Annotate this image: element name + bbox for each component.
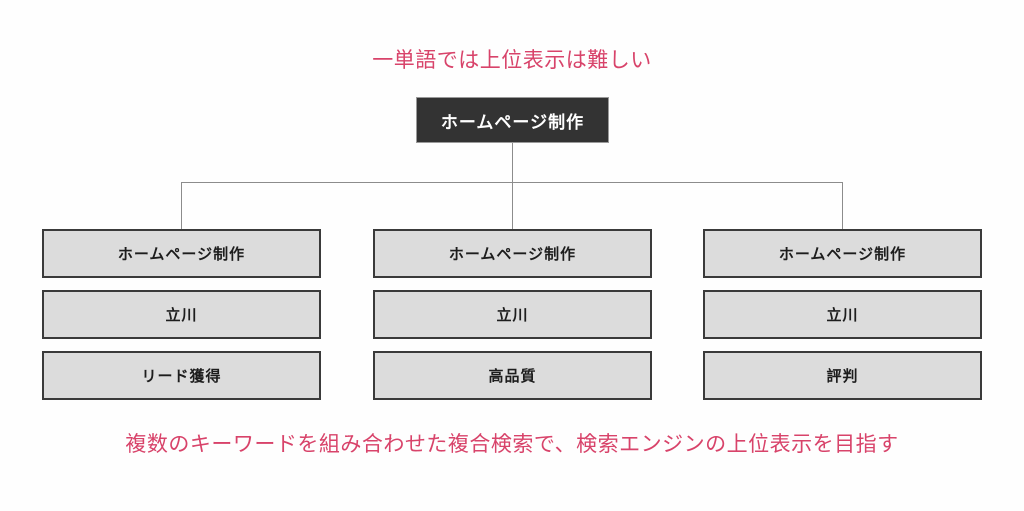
keyword-label: 高品質 [488,368,537,385]
connector-drop-middle [512,182,513,229]
root-node-homepage-seisaku: ホームページ制作 [416,97,609,143]
keyword-label: ホームページ制作 [778,246,907,263]
root-node-label: ホームページ制作 [440,112,585,132]
keyword-column-left: ホームページ制作 立川 リード獲得 [42,229,321,400]
bottom-caption: 複数のキーワードを組み合わせた複合検索で、検索エンジンの上位表示を目指す [125,433,899,456]
keyword-box: ホームページ制作 [42,229,321,278]
keyword-box: 高品質 [373,351,652,400]
keyword-label: 立川 [496,307,529,324]
keyword-label: 立川 [826,307,859,324]
keyword-box: 立川 [703,290,982,339]
keyword-label: リード獲得 [141,368,222,385]
connector-drop-right [842,182,843,229]
keyword-box: リード獲得 [42,351,321,400]
keyword-label: ホームページ制作 [117,246,246,263]
connector-root-vertical [512,143,513,183]
keyword-box: ホームページ制作 [373,229,652,278]
keyword-column-middle: ホームページ制作 立川 高品質 [373,229,652,400]
keyword-box: 評判 [703,351,982,400]
keyword-box: 立川 [42,290,321,339]
keyword-label: ホームページ制作 [448,246,577,263]
keyword-column-right: ホームページ制作 立川 評判 [703,229,982,400]
top-caption: 一単語では上位表示は難しい [372,49,652,72]
keyword-label: 評判 [826,368,859,385]
keyword-box: 立川 [373,290,652,339]
keyword-box: ホームページ制作 [703,229,982,278]
connector-drop-left [181,182,182,229]
keyword-label: 立川 [165,307,198,324]
